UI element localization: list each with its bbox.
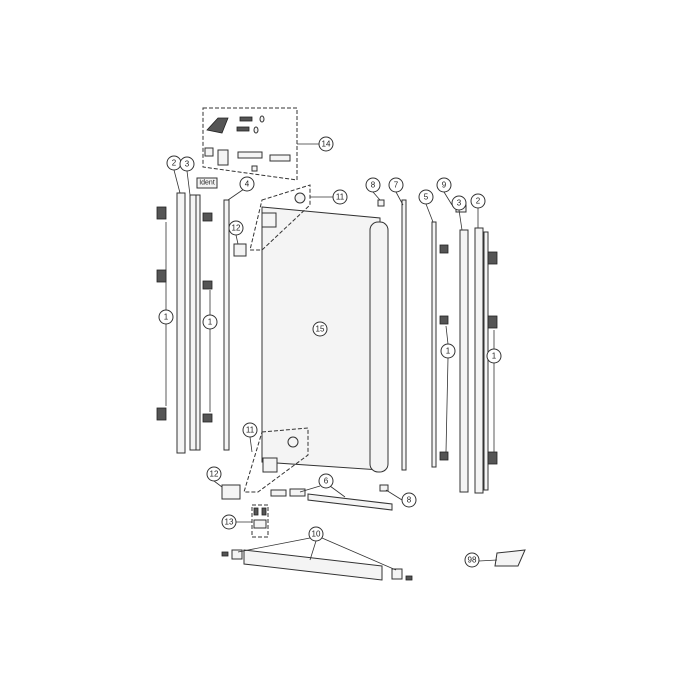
hinge-bottom-boundary — [243, 427, 309, 493]
callout-number: 9 — [442, 181, 447, 190]
callout-number: 8 — [371, 181, 376, 190]
callout-6: 6 — [318, 473, 334, 489]
callout-4: 4 — [239, 176, 255, 192]
callout-2: 2 — [470, 193, 486, 209]
callout-number: 7 — [394, 181, 399, 190]
callout-number: 1 — [492, 352, 497, 361]
hinge-top-boundary — [249, 184, 311, 251]
callout-3: 3 — [451, 195, 467, 211]
callout-number: 11 — [246, 426, 255, 435]
callout-number: 4 — [245, 180, 250, 189]
callout-number: 1 — [208, 318, 213, 327]
callout-3: 3 — [179, 156, 195, 172]
callout-number: 98 — [468, 556, 477, 565]
callout-11: 11 — [332, 189, 348, 205]
callout-number: 14 — [322, 140, 331, 149]
callout-12: 12 — [206, 466, 222, 482]
callout-98: 98 — [464, 552, 480, 568]
callout-15: 15 — [312, 321, 328, 337]
right-wall-profiles — [377, 199, 498, 494]
callout-number: 1 — [446, 347, 451, 356]
callout-number: 2 — [476, 197, 481, 206]
ident-label: Ident — [199, 180, 215, 187]
bottom-parts — [221, 484, 526, 581]
callout-number: 3 — [185, 160, 190, 169]
callout-13: 13 — [221, 514, 237, 530]
callout-1: 1 — [202, 314, 218, 330]
callout-number: 13 — [225, 518, 234, 527]
callout-number: 3 — [457, 199, 462, 208]
callout-number: 11 — [336, 193, 345, 202]
callout-5: 5 — [418, 189, 434, 205]
callout-number: 1 — [164, 313, 169, 322]
callout-8: 8 — [365, 177, 381, 193]
callout-1: 1 — [486, 348, 502, 364]
callout-2: 2 — [166, 155, 182, 171]
hinge-top — [261, 212, 277, 228]
callout-number: 5 — [424, 193, 429, 202]
callout-1: 1 — [440, 343, 456, 359]
callout-number: 10 — [312, 530, 321, 539]
kit-14-boundary — [202, 107, 298, 181]
hinge-bottom — [262, 457, 278, 473]
callouts: 14 2 3 4 11 12 1 1 15 8 7 5 9 3 2 1 1 11… — [158, 136, 502, 568]
callout-number: 8 — [407, 496, 412, 505]
callout-8: 8 — [401, 492, 417, 508]
callout-number: 15 — [316, 325, 325, 334]
callout-number: 12 — [232, 224, 241, 233]
callout-12: 12 — [228, 220, 244, 236]
callout-10: 10 — [308, 526, 324, 542]
callout-11: 11 — [242, 422, 258, 438]
callout-1: 1 — [158, 309, 174, 325]
callout-number: 6 — [324, 477, 329, 486]
door-glass-panel — [261, 199, 407, 473]
callout-number: 2 — [172, 159, 177, 168]
left-wall-profiles — [156, 192, 247, 454]
ident-label-box — [196, 177, 218, 189]
callout-7: 7 — [388, 177, 404, 193]
callout-14: 14 — [318, 136, 334, 152]
callout-number: 12 — [210, 470, 219, 479]
leader-lines — [165, 143, 498, 571]
kit-14-parts — [204, 115, 291, 172]
callout-9: 9 — [436, 177, 452, 193]
